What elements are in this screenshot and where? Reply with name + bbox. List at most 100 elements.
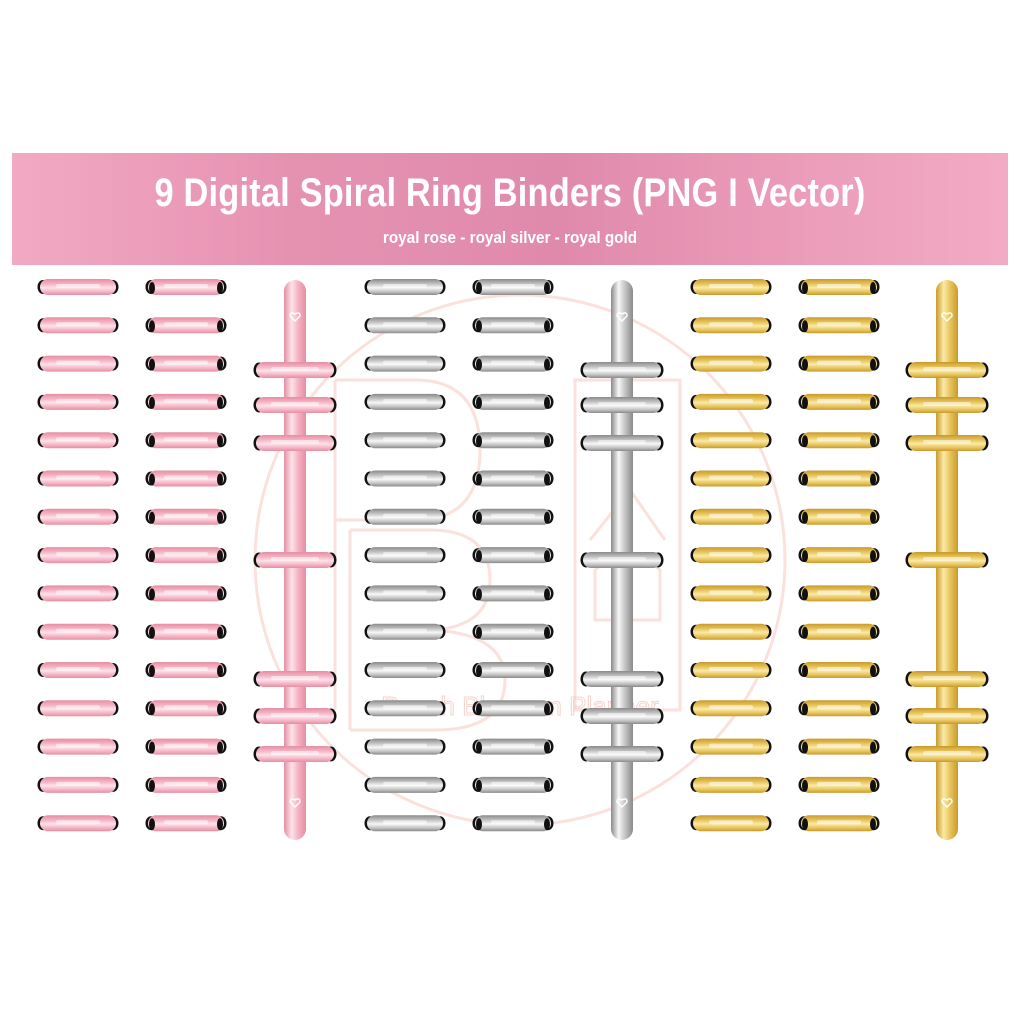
ring-highlight xyxy=(56,743,100,748)
ring-shadow xyxy=(870,665,876,677)
ring-shadow xyxy=(870,396,876,409)
ring-highlight xyxy=(817,590,861,595)
binder-ring xyxy=(145,355,227,372)
binder-ring xyxy=(472,662,554,678)
binder-ring xyxy=(798,393,880,410)
banner-title: 9 Digital Spiral Ring Binders (PNG I Vec… xyxy=(154,171,866,215)
ring-highlight xyxy=(709,590,753,595)
ring-highlight xyxy=(598,440,646,444)
ring-shadow xyxy=(149,550,155,563)
binder-ring xyxy=(472,700,554,717)
binder-royal-silver-plain xyxy=(364,279,446,832)
binder-ring xyxy=(690,776,772,793)
ring-highlight xyxy=(56,781,100,786)
binder-ring xyxy=(37,317,119,334)
binder-ring xyxy=(798,432,880,449)
ring-shadow xyxy=(217,665,223,677)
ring-shadow xyxy=(217,626,223,639)
binder-ring xyxy=(364,393,446,410)
binder-ring xyxy=(690,508,772,525)
rod-ring xyxy=(253,397,337,413)
ring-shadow xyxy=(870,741,876,754)
binder-ring xyxy=(37,585,119,602)
binder-ring xyxy=(472,815,554,832)
binder-ring xyxy=(364,279,446,295)
binder-ring xyxy=(37,700,119,717)
binder-ring xyxy=(145,508,227,525)
binder-royal-gold-holes xyxy=(798,279,880,832)
rod-ring xyxy=(905,435,989,451)
binder-ring xyxy=(145,662,227,678)
binder-ring xyxy=(690,355,772,372)
rod-ring xyxy=(580,362,664,378)
ring-highlight xyxy=(164,628,208,633)
binder-ring xyxy=(472,317,554,334)
binder-ring xyxy=(364,662,446,678)
binder-ring xyxy=(690,585,772,602)
binder-ring xyxy=(37,508,119,525)
rod-ring xyxy=(253,671,337,687)
binder-ring xyxy=(798,585,880,602)
ring-highlight xyxy=(598,402,646,406)
ring-highlight xyxy=(56,322,100,327)
ring-shadow xyxy=(802,358,808,371)
ring-shadow xyxy=(544,818,550,831)
ring-highlight xyxy=(56,590,100,595)
ring-highlight xyxy=(164,322,208,327)
ring-highlight xyxy=(164,667,208,671)
binder-ring xyxy=(798,776,880,793)
banner-subtitle: royal rose - royal silver - royal gold xyxy=(382,228,638,247)
ring-highlight xyxy=(817,475,861,480)
rod-ring xyxy=(580,671,664,687)
ring-highlight xyxy=(271,440,319,444)
ring-shadow xyxy=(217,511,223,524)
ring-shadow xyxy=(476,396,482,409)
ring-shadow xyxy=(544,550,550,563)
ring-shadow xyxy=(544,588,550,601)
ring-shadow xyxy=(544,779,550,792)
ring-highlight xyxy=(817,628,861,633)
heart-icon xyxy=(289,798,301,808)
binder-ring xyxy=(37,623,119,640)
ring-shadow xyxy=(217,320,223,333)
ring-highlight xyxy=(164,590,208,595)
binder-ring xyxy=(145,547,227,564)
ring-shadow xyxy=(802,626,808,639)
rod-ring xyxy=(905,362,989,378)
ring-highlight xyxy=(709,360,753,365)
ring-shadow xyxy=(217,818,223,831)
ring-highlight xyxy=(383,513,427,518)
ring-highlight xyxy=(709,284,753,288)
binder-ring xyxy=(798,623,880,640)
binder-ring xyxy=(798,355,880,372)
rod-ring xyxy=(905,708,989,724)
ring-shadow xyxy=(476,282,482,294)
ring-highlight xyxy=(383,284,427,288)
ring-highlight xyxy=(923,676,971,680)
ring-shadow xyxy=(544,626,550,639)
ring-highlight xyxy=(491,360,535,365)
ring-shadow xyxy=(870,779,876,792)
ring-highlight xyxy=(817,513,861,518)
rod-ring xyxy=(580,397,664,413)
ring-shadow xyxy=(149,665,155,677)
ring-highlight xyxy=(56,360,100,365)
ring-highlight xyxy=(56,398,100,403)
binder-ring xyxy=(472,547,554,564)
ring-highlight xyxy=(164,513,208,518)
ring-shadow xyxy=(802,779,808,792)
ring-shadow xyxy=(870,435,876,448)
binder-ring xyxy=(37,393,119,410)
ring-shadow xyxy=(217,741,223,754)
rod-ring xyxy=(580,708,664,724)
ring-highlight xyxy=(709,322,753,327)
ring-highlight xyxy=(56,513,100,518)
ring-shadow xyxy=(870,358,876,371)
ring-highlight xyxy=(56,820,100,825)
ring-shadow xyxy=(802,550,808,563)
ring-highlight xyxy=(383,360,427,365)
ring-highlight xyxy=(491,475,535,480)
ring-shadow xyxy=(870,703,876,716)
ring-shadow xyxy=(217,550,223,563)
